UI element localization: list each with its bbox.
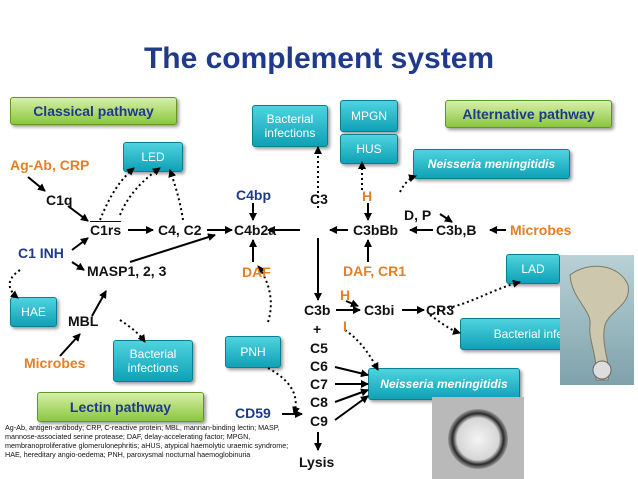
arrow-mbl-to-masp [91,290,107,317]
bacterial-infections-lectin-label: Bacterial infections [127,347,179,375]
arrow-c1inh-masp [71,261,85,271]
arrow-microbes-to-mbl [59,333,81,357]
bacterial-infections-lectin-box: Bacterial infections [113,340,193,382]
mpgn-box: MPGN [340,100,398,132]
node-c3bbb: C3bBb [353,222,399,238]
pnh-label: PNH [240,345,266,359]
pnh-box: PNH [225,336,281,368]
classical-pathway-label: Classical pathway [33,103,154,119]
node-lysis: Lysis [299,454,335,470]
node-masp: MASP1, 2, 3 [87,263,167,279]
lectin-pathway-label: Lectin pathway [69,399,172,415]
node-mbl: MBL [68,313,99,329]
lysed-cell-micrograph-image [432,397,524,479]
arrow-c6 [334,366,369,378]
node-c1q: C1q [46,192,73,208]
node-c3bi: C3bi [364,302,395,318]
hae-box: HAE [10,297,57,327]
bacterial-infections-top-box: Bacterial infections [252,105,328,147]
node-c1-inh: C1 INH [18,245,64,261]
node-microbes-right: Microbes [510,222,572,238]
arrow-masp-to-c4c2 [129,233,216,263]
alternative-pathway-label: Alternative pathway [462,106,595,122]
node-ag-ab-crp: Ag-Ab, CRP [10,157,90,173]
mpgn-label: MPGN [351,109,387,123]
led-box: LED [123,142,183,172]
arrow-c8 [334,388,369,403]
lectin-pathway-box: Lectin pathway [37,392,204,422]
node-h-mid: H [340,287,351,303]
arrow-dp [439,213,453,223]
classical-pathway-box: Classical pathway [10,97,177,125]
neisseria-top-box: Neisseria meningitidis [413,149,570,179]
node-c9: C9 [310,413,328,429]
node-c3b: C3b [304,302,331,318]
hus-label: HUS [356,142,382,156]
hus-box: HUS [340,134,398,164]
page-title: The complement system [143,42,495,75]
node-c4bp: C4bp [236,187,271,203]
abbreviations-footnote: Ag-Ab, antigen-antibody; CRP, C-reactive… [5,423,289,459]
node-daf: DAF [242,264,271,280]
node-c5: C5 [310,340,328,356]
alternative-pathway-box: Alternative pathway [445,100,612,128]
node-c1rs: C1rs [90,222,122,238]
node-daf-cr1: DAF, CR1 [343,263,407,279]
node-c6: C6 [310,358,328,374]
arrow-c1q-to-c1rs [67,205,89,222]
node-c3b-b: C3b,B [436,222,477,238]
lad-box: LAD [506,254,560,284]
node-c7: C7 [310,376,328,392]
node-h-top: H [362,188,373,204]
arrow-h-mid [345,299,359,307]
neutrophil-micrograph-image [560,255,634,385]
node-microbes-left: Microbes [24,355,86,371]
node-c4-c2: C4, C2 [158,222,202,238]
hae-label: HAE [21,305,46,319]
node-i-label: I [343,318,347,334]
node-cr3: CR3 [426,302,455,318]
neisseria-bottom-label: Neisseria meningitidis [380,377,508,391]
lad-label: LAD [521,262,545,276]
arrow-c1inh-c1rs [71,237,89,251]
arrow-agab-to-c1q [27,176,46,192]
node-cd59: CD59 [235,405,271,421]
bacterial-infections-top-label: Bacterial infections [264,112,316,140]
node-plus: + [313,321,322,337]
node-c3: C3 [310,191,328,207]
led-label: LED [141,150,165,164]
node-c8: C8 [310,394,328,410]
arrow-c9 [334,395,369,421]
node-d-p: D, P [404,207,432,223]
neisseria-top-label: Neisseria meningitidis [427,157,556,171]
node-c4b2a: C4b2a [234,222,277,238]
